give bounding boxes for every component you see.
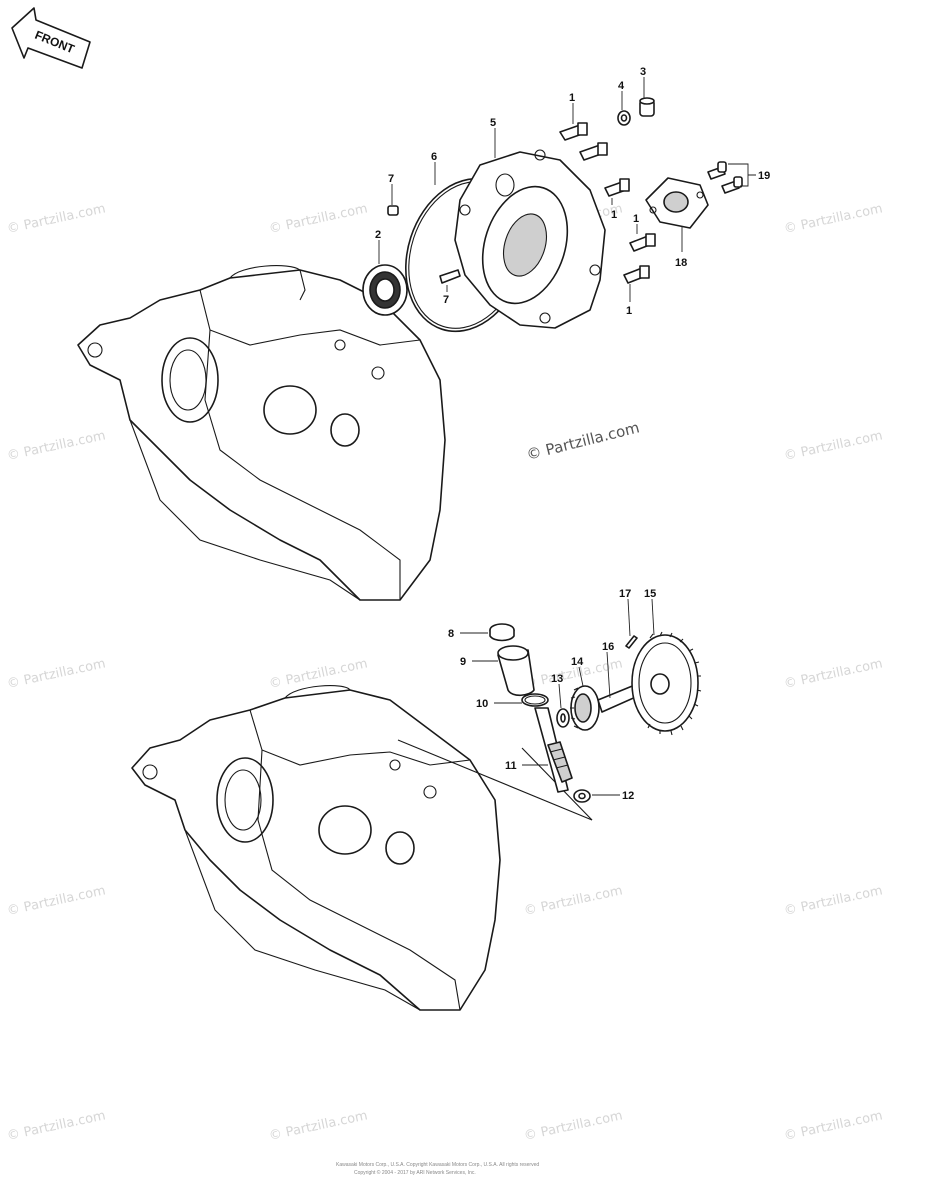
watermark: © Partzilla.com [6,656,107,692]
cap-8 [489,623,515,642]
watermark: © Partzilla.com [783,883,884,919]
watermark: © Partzilla.com [6,883,107,919]
gear-15 [631,631,702,736]
callout-10: 10 [476,698,488,710]
crankcase-lower [131,685,593,1011]
watermark: © Partzilla.com [523,883,624,919]
watermark: © Partzilla.com [783,428,884,464]
washer-12 [573,789,591,803]
callout-1: 1 [633,213,639,225]
bolts-1 [559,122,656,284]
footer-line-2: Copyright © 2004 - 2017 by ARI Network S… [354,1169,476,1176]
callout-1: 1 [611,209,617,221]
washer-13 [556,708,570,728]
callout-18: 18 [675,257,687,269]
callout-8: 8 [448,628,454,640]
callout-7: 7 [388,173,394,185]
callout-3: 3 [640,66,646,78]
watermark: © Partzilla.com [268,1108,369,1144]
watermark: © Partzilla.com [783,201,884,237]
callout-16: 16 [602,641,614,653]
crankcase-upper [77,265,446,601]
callout-2: 2 [375,229,381,241]
callout-6: 6 [431,151,437,163]
watermark: © Partzilla.com [783,656,884,692]
o-ring-10 [521,693,549,707]
watermark: © Partzilla.com [783,1108,884,1144]
callout-7: 7 [443,294,449,306]
callout-9: 9 [460,656,466,668]
callout-11: 11 [505,760,517,772]
watermark: © Partzilla.com [6,428,107,464]
footer-copyright: Kawasaki Motors Corp., U.S.A. Copyright … [336,1162,539,1176]
callout-1: 1 [626,305,632,317]
callout-12: 12 [622,790,634,802]
callout-13: 13 [551,673,563,685]
washer-4 [617,110,631,126]
callout-19: 19 [758,170,770,182]
watermark: © Partzilla.com [523,1108,624,1144]
dowel-pins-7 [387,205,461,284]
shaft-11 [534,707,573,793]
pin-17 [625,635,638,649]
front-arrow: FRONT [11,7,91,69]
watermark: © Partzilla.com [6,201,107,237]
callout-5: 5 [490,117,496,129]
screws-19 [707,161,743,194]
watermark: © Partzilla.com [6,1108,107,1144]
bearing-2 [362,264,408,316]
footer-line-1: Kawasaki Motors Corp., U.S.A. Copyright … [336,1162,539,1168]
callout-1: 1 [569,92,575,104]
cap-3 [639,97,655,117]
callout-14: 14 [571,656,584,668]
callout-15: 15 [644,588,656,600]
sleeve-9 [497,645,535,697]
watermark: © Partzilla.com [268,201,369,237]
cover-5 [454,149,606,329]
gear-14 [570,685,600,731]
center-watermark: © Partzilla.com [525,418,642,463]
callout-4: 4 [618,80,625,92]
plate-18 [645,177,709,229]
callout-layer: 1 4 3 5 6 7 2 7 1 1 1 18 19 8 9 10 11 [375,66,770,802]
callout-17: 17 [619,588,631,600]
